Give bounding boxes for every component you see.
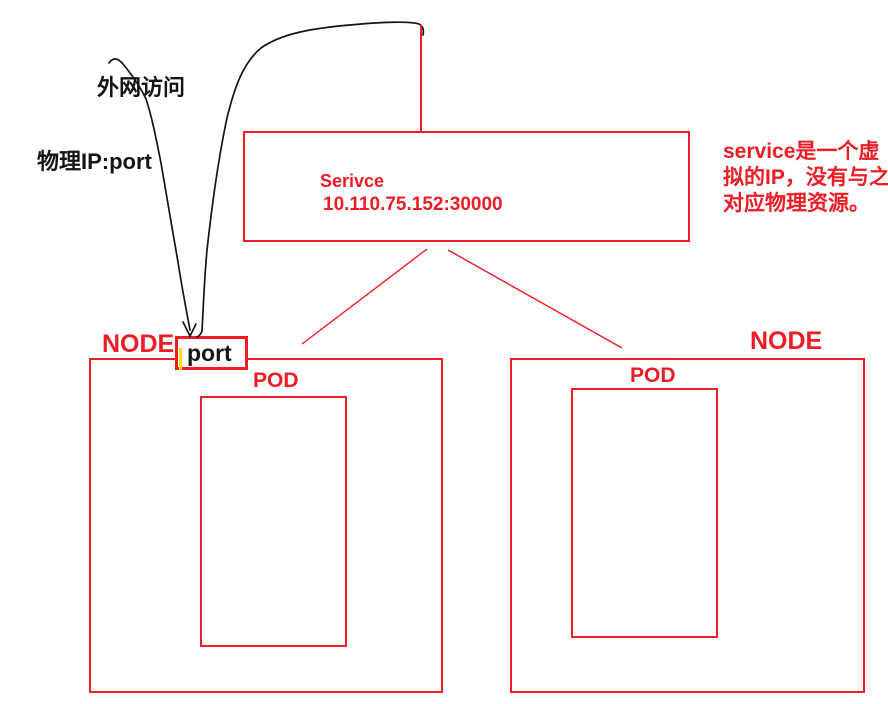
port-label: port [187, 340, 232, 366]
node-left-label: NODE [102, 330, 175, 358]
arrowhead-icon [182, 321, 197, 338]
service-box: Serivce 10.110.75.152:30000 [243, 131, 690, 242]
service-side-note-line: 拟的IP，没有与之 [723, 166, 888, 189]
pod-right-label: POD [630, 364, 676, 387]
service-side-note-line: 对应物理资源。 [723, 192, 870, 215]
external-access-label: 外网访问 [97, 75, 186, 100]
node-left-box [89, 358, 443, 693]
service-endpoint: 10.110.75.152:30000 [323, 194, 503, 215]
node-right-label: NODE [750, 327, 823, 355]
pod-right-box [571, 388, 718, 638]
service-to-pod-line-right [447, 249, 623, 349]
physical-ip-label: 物理IP:port [37, 149, 152, 174]
service-side-note-line: service是一个虚 [723, 140, 880, 163]
service-side-note: service是一个虚 拟的IP，没有与之 对应物理资源。 [723, 139, 888, 217]
port-box: port [175, 336, 248, 370]
port-highlight-mark [179, 348, 182, 370]
node-right-box [510, 358, 865, 693]
service-to-pod-line-left [301, 248, 428, 345]
pod-left-box [200, 396, 347, 647]
pod-left-label: POD [253, 369, 299, 392]
service-name: Serivce [320, 171, 385, 191]
